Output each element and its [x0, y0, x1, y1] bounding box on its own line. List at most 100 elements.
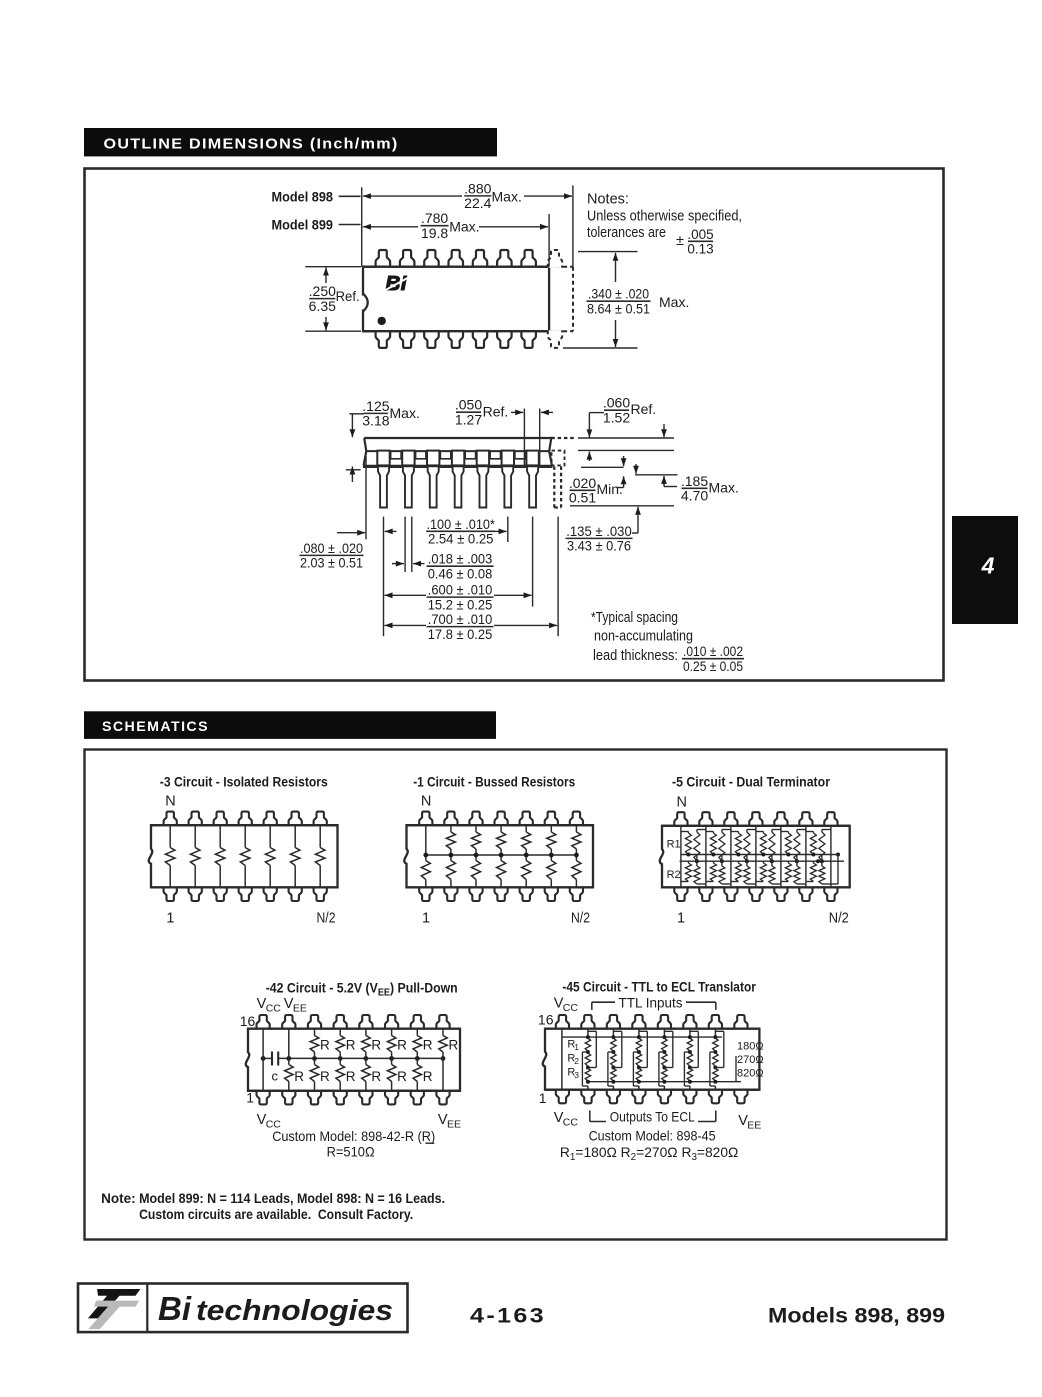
svg-text:R: R	[294, 1069, 304, 1084]
svg-text:16: 16	[240, 1013, 256, 1029]
svg-text:R: R	[423, 1069, 433, 1084]
svg-text:N/2: N/2	[829, 910, 849, 926]
svg-text:.250: .250	[309, 283, 336, 299]
svg-text:.100 ± .010*: .100 ± .010*	[426, 516, 495, 532]
svg-text:.125: .125	[362, 398, 389, 414]
svg-text:V: V	[257, 996, 267, 1012]
svg-text:R: R	[567, 1052, 575, 1064]
svg-text:R1=180Ω R2=270Ω R3=820Ω: R1=180Ω R2=270Ω R3=820Ω	[560, 1144, 739, 1163]
svg-text:2: 2	[574, 1056, 579, 1066]
svg-text:22.4: 22.4	[464, 195, 491, 211]
svg-text:Min.: Min.	[597, 481, 623, 497]
svg-text:.010 ± .002: .010 ± .002	[683, 643, 743, 659]
svg-text:.018 ± .003: .018 ± .003	[428, 551, 493, 567]
svg-text:0.25 ± 0.05: 0.25 ± 0.05	[683, 658, 743, 674]
svg-text:R: R	[567, 1038, 575, 1050]
svg-text:R: R	[397, 1038, 407, 1053]
svg-text:.340 ± .020: .340 ± .020	[588, 286, 649, 302]
svg-text:Model 898: Model 898	[272, 189, 334, 205]
svg-text:.700 ± .010: .700 ± .010	[428, 611, 493, 627]
svg-text:4-163: 4-163	[470, 1304, 546, 1328]
svg-text:1: 1	[574, 1042, 579, 1052]
svg-text:3: 3	[574, 1070, 579, 1080]
svg-text:V: V	[284, 996, 294, 1012]
svg-text:3.43 ± 0.76: 3.43 ± 0.76	[567, 538, 631, 554]
svg-text:CC: CC	[266, 1119, 282, 1131]
svg-text:R: R	[423, 1038, 433, 1053]
svg-text:-45 Circuit - TTL to ECL Trans: -45 Circuit - TTL to ECL Translator	[562, 980, 756, 995]
svg-text:±: ±	[676, 233, 684, 249]
svg-text:.020: .020	[569, 475, 596, 491]
svg-text:N/2: N/2	[571, 910, 590, 926]
svg-text:R: R	[320, 1069, 330, 1084]
svg-text:1.27: 1.27	[455, 411, 482, 427]
svg-text:Models 898, 899: Models 898, 899	[768, 1304, 945, 1328]
svg-text:16: 16	[538, 1011, 554, 1027]
svg-text:1: 1	[166, 910, 174, 926]
svg-text:N: N	[165, 793, 175, 809]
svg-text:Bi: Bi	[158, 1290, 192, 1327]
svg-text:Max.: Max.	[390, 405, 420, 421]
svg-text:*Typical spacing: *Typical spacing	[591, 610, 678, 626]
svg-text:V: V	[257, 1112, 267, 1128]
svg-text:Max.: Max.	[709, 479, 739, 495]
svg-text:Max.: Max.	[659, 294, 689, 310]
svg-text:-5 Circuit - Dual Terminator: -5 Circuit - Dual Terminator	[672, 775, 831, 790]
svg-text:.050: .050	[455, 397, 482, 413]
svg-text:R1: R1	[667, 838, 681, 850]
svg-text:EE: EE	[447, 1119, 461, 1131]
svg-text:6.35: 6.35	[309, 298, 336, 314]
svg-text:V: V	[738, 1113, 748, 1129]
svg-text:.135 ± .030: .135 ± .030	[566, 523, 632, 539]
svg-text:.600 ± .010: .600 ± .010	[428, 582, 493, 598]
svg-text:3.18: 3.18	[362, 413, 389, 429]
svg-text:Ref.: Ref.	[483, 404, 509, 420]
svg-text:Note:: Note:	[101, 1191, 136, 1206]
svg-text:R: R	[346, 1069, 356, 1084]
svg-text:Custom circuits are available.: Custom circuits are available. Consult F…	[139, 1207, 413, 1222]
svg-text:1: 1	[677, 910, 685, 926]
svg-text:EE: EE	[747, 1120, 761, 1132]
svg-text:4: 4	[981, 553, 995, 579]
svg-text:.005: .005	[687, 227, 713, 242]
svg-text:2.54 ± 0.25: 2.54 ± 0.25	[428, 531, 494, 547]
svg-text:Model 899: N = 114 Leads, Mode: Model 899: N = 114 Leads, Model 898: N =…	[139, 1191, 445, 1206]
svg-text:2.03 ± 0.51: 2.03 ± 0.51	[300, 555, 363, 571]
svg-text:CC: CC	[563, 1002, 579, 1014]
svg-text:c: c	[272, 1068, 279, 1083]
svg-text:.060: .060	[603, 395, 630, 411]
svg-text:-3 Circuit - Isolated Resistor: -3 Circuit - Isolated Resistors	[160, 775, 328, 790]
svg-text:CC: CC	[563, 1117, 579, 1129]
svg-text:R: R	[449, 1038, 459, 1053]
svg-text:CC: CC	[266, 1003, 282, 1015]
svg-text:lead thickness:: lead thickness:	[593, 648, 678, 664]
svg-text:R: R	[371, 1038, 381, 1053]
svg-text:R: R	[567, 1066, 575, 1078]
svg-text:Notes:: Notes:	[587, 192, 629, 208]
svg-text:1: 1	[246, 1089, 254, 1105]
svg-text:0.46 ± 0.08: 0.46 ± 0.08	[428, 565, 493, 581]
svg-text:tolerances are: tolerances are	[587, 225, 666, 241]
svg-text:Unless otherwise specified,: Unless otherwise specified,	[587, 209, 742, 225]
svg-text:-1 Circuit - Bussed Resistors: -1 Circuit - Bussed Resistors	[413, 775, 575, 790]
svg-text:N: N	[421, 793, 431, 809]
svg-text:TTL Inputs: TTL Inputs	[619, 994, 683, 1010]
svg-text:V: V	[554, 1110, 564, 1126]
svg-text:Outputs To ECL: Outputs To ECL	[610, 1109, 695, 1125]
svg-text:OUTLINE DIMENSIONS (Inch/mm): OUTLINE DIMENSIONS (Inch/mm)	[104, 136, 399, 153]
svg-text:0.51: 0.51	[569, 490, 596, 506]
svg-text:SCHEMATICS: SCHEMATICS	[102, 718, 209, 734]
svg-text:R2: R2	[667, 869, 681, 881]
svg-text:1.52: 1.52	[603, 409, 630, 425]
svg-text:.780: .780	[421, 210, 448, 226]
svg-text:R: R	[397, 1069, 407, 1084]
svg-text:270Ω: 270Ω	[737, 1054, 764, 1066]
svg-text:15.2 ± 0.25: 15.2 ± 0.25	[428, 596, 493, 612]
svg-text:Custom Model: 898-45: Custom Model: 898-45	[589, 1128, 716, 1144]
svg-text:technologies: technologies	[196, 1295, 393, 1327]
svg-text:-42 Circuit - 5.2V (VEE) Pull-: -42 Circuit - 5.2V (VEE) Pull-Down	[266, 980, 458, 998]
svg-text:820Ω: 820Ω	[737, 1068, 764, 1080]
svg-text:Max.: Max.	[449, 218, 479, 234]
svg-text:R: R	[320, 1038, 330, 1053]
svg-text:.080 ± .020: .080 ± .020	[300, 540, 363, 556]
